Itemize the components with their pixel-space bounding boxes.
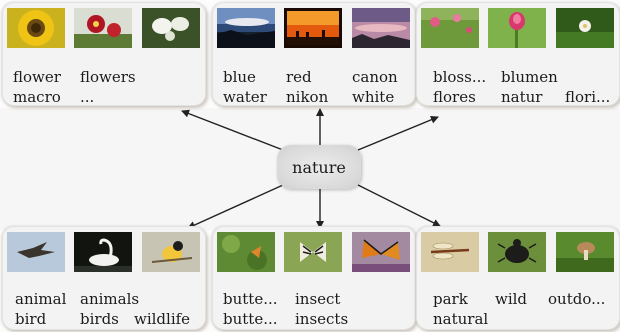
pink-sky-rocks-photo[interactable] <box>352 8 410 48</box>
tag-label: natur <box>501 87 542 107</box>
dragonfly-photo[interactable] <box>421 232 479 272</box>
cluster-sunset: blue water red nikon canon white <box>212 2 416 106</box>
tag-label: butte... <box>223 309 278 329</box>
tag-label: insects <box>295 309 348 329</box>
arrow-to-top-left <box>182 111 283 150</box>
pink-blossom-grass-photo[interactable] <box>421 8 479 48</box>
arrow-to-top-right <box>358 117 438 150</box>
beetle-photo[interactable] <box>488 232 546 272</box>
tag-label: flori... <box>565 87 610 107</box>
monarch-butterfly-photo[interactable] <box>352 232 410 272</box>
mushroom-grass-photo[interactable] <box>556 232 614 272</box>
cluster-animal: animal bird animals birds wildlife <box>2 226 206 330</box>
flying-bird-photo[interactable] <box>7 232 65 272</box>
center-tag-label: nature <box>292 158 346 177</box>
tag-label: nikon <box>286 87 328 107</box>
tag-label: park <box>433 289 468 309</box>
arrow-to-bottom-right <box>358 185 440 226</box>
cluster-blossom: bloss... flores blumen natur flori... <box>416 2 620 106</box>
cluster-butterfly: butte... butte... insect insects <box>212 226 416 330</box>
tag-label: bloss... <box>433 67 486 87</box>
orange-sunset-silhouette-photo[interactable] <box>284 8 342 48</box>
tag-label: red <box>286 67 312 87</box>
tag-label: blue <box>223 67 256 87</box>
tag-label: flower <box>13 67 61 87</box>
tag-label: animal <box>15 289 66 309</box>
tag-label: butte... <box>223 289 278 309</box>
tag-label: wild <box>495 289 527 309</box>
white-flower-green-photo[interactable] <box>556 8 614 48</box>
tag-label: animals <box>80 289 139 309</box>
tag-label: outdo... <box>548 289 605 309</box>
coast-sunset-photo[interactable] <box>217 8 275 48</box>
tag-label: insect <box>295 289 340 309</box>
tag-label: macro <box>13 87 61 107</box>
pink-bud-photo[interactable] <box>488 8 546 48</box>
tag-label: white <box>352 87 394 107</box>
butterfly-leaves-photo[interactable] <box>217 232 275 272</box>
arrow-to-bottom-left <box>188 185 283 228</box>
cluster-park: park natural wild outdo... <box>416 226 620 330</box>
white-orchid-photo[interactable] <box>142 8 200 48</box>
tag-label: blumen <box>501 67 558 87</box>
red-flower-photo[interactable] <box>74 8 132 48</box>
tag-label: water <box>223 87 267 107</box>
tag-label: flowers <box>80 67 136 87</box>
swan-photo[interactable] <box>74 232 132 272</box>
tag-label: flores <box>433 87 476 107</box>
tag-label: wildlife <box>134 309 190 329</box>
tag-label: canon <box>352 67 398 87</box>
center-tag-node[interactable]: nature <box>277 145 361 189</box>
sunflower-photo[interactable] <box>7 8 65 48</box>
cluster-flower: flower macro flowers ... <box>2 2 206 106</box>
tag-label: natural <box>433 309 488 329</box>
tag-label: bird <box>15 309 46 329</box>
tag-label: ... <box>80 87 94 107</box>
tag-label: birds <box>80 309 119 329</box>
striped-butterfly-photo[interactable] <box>284 232 342 272</box>
yellow-bird-photo[interactable] <box>142 232 200 272</box>
